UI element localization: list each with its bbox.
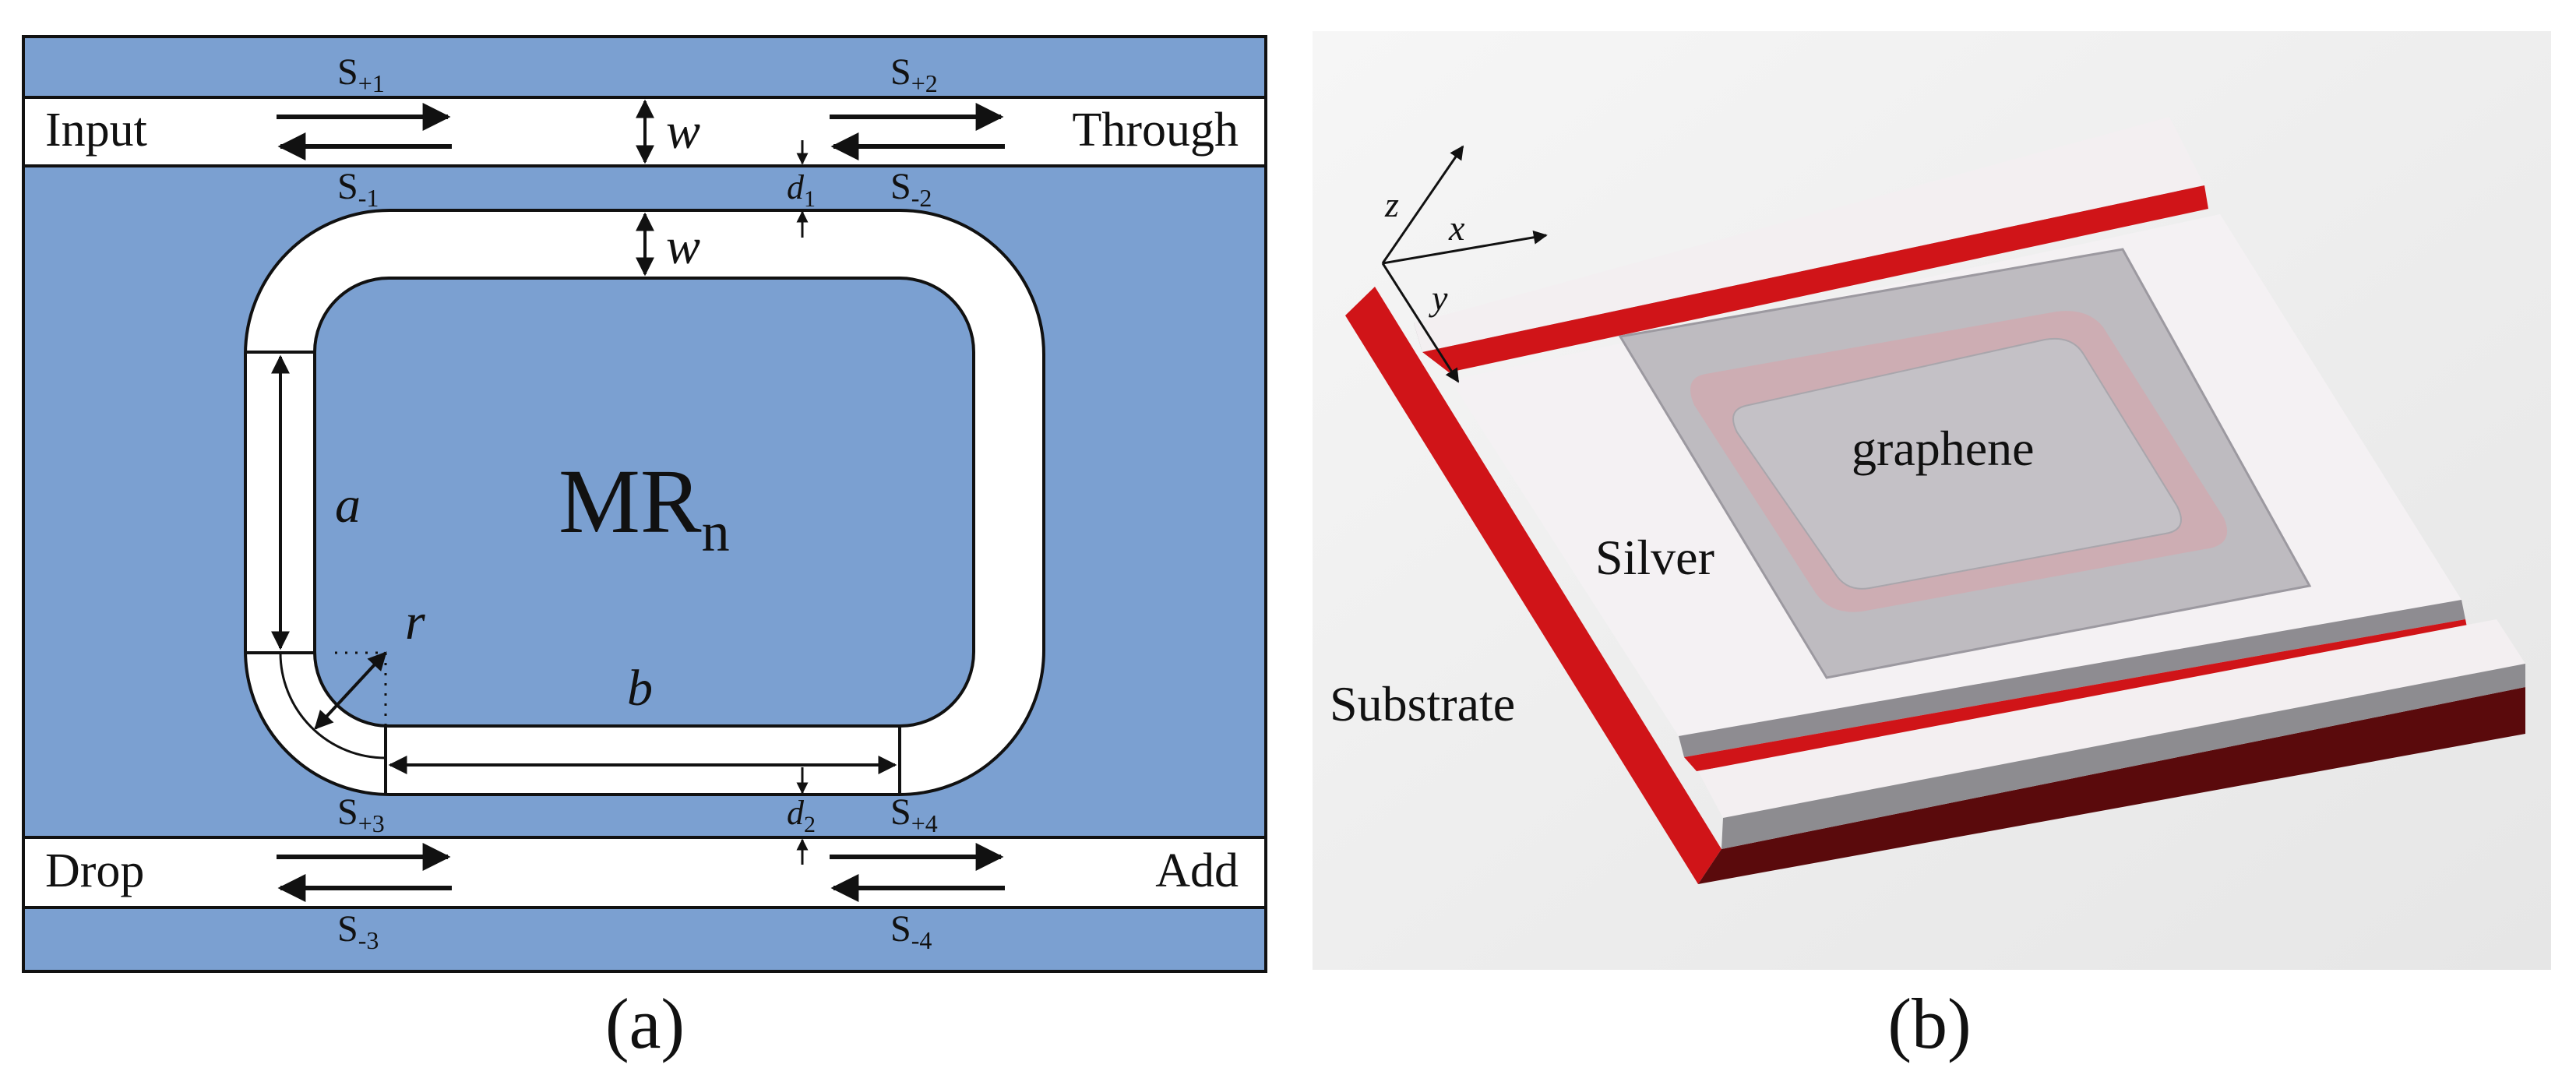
axis-z-label: z bbox=[1384, 185, 1399, 224]
axis-y-label: y bbox=[1429, 278, 1448, 318]
mode-label: S+4 bbox=[890, 791, 938, 837]
gap-d1-label: d1 bbox=[787, 168, 816, 212]
red-gap-bottom bbox=[1684, 619, 2469, 771]
panel-a: Input Through Drop Add w w a b r d1 d2 M… bbox=[22, 35, 1267, 1063]
port-through-label: Through bbox=[1072, 104, 1239, 157]
gap-d2-label: d2 bbox=[787, 794, 816, 837]
mode-label: S+3 bbox=[337, 791, 385, 837]
port-drop-label: Drop bbox=[45, 844, 144, 897]
silver-center-slab-front bbox=[1679, 600, 2465, 757]
dim-r-label: r bbox=[405, 594, 425, 650]
port-add-label: Add bbox=[1155, 844, 1239, 897]
mode-label: S-2 bbox=[890, 166, 932, 212]
panel-b: z x y graphene Silver Substrate (b) bbox=[1313, 31, 2551, 1063]
ring-label: MRn bbox=[559, 450, 730, 563]
substrate-left-face bbox=[1345, 287, 1721, 884]
silver-label: Silver bbox=[1595, 530, 1714, 585]
axis-y-arrow bbox=[1381, 263, 1460, 383]
axis-z-arrow bbox=[1381, 145, 1464, 264]
port-input-label: Input bbox=[45, 104, 147, 157]
silver-bottom-strip bbox=[1698, 619, 2525, 818]
mode-label: S+2 bbox=[890, 51, 938, 97]
graphene-label: graphene bbox=[1852, 421, 2035, 476]
dimension-r-arrow bbox=[314, 651, 387, 730]
substrate-front-face bbox=[1698, 687, 2525, 884]
dim-b-label: b bbox=[627, 660, 653, 717]
silver-bottom-strip-side bbox=[1721, 664, 2525, 849]
caption-a: (a) bbox=[605, 984, 685, 1063]
mode-label: S+1 bbox=[337, 51, 385, 97]
mode-label: S-3 bbox=[337, 908, 379, 954]
substrate-label: Substrate bbox=[1330, 676, 1515, 731]
silver-top-strip bbox=[1414, 117, 2204, 352]
dim-a-label: a bbox=[335, 477, 361, 534]
axis-x-label: x bbox=[1448, 208, 1465, 248]
bottom-bus-waveguide bbox=[22, 836, 1267, 909]
axis-x-arrow bbox=[1382, 230, 1548, 265]
dim-w-ring-label: w bbox=[666, 218, 700, 275]
red-gap-top bbox=[1422, 185, 2208, 372]
ring-inner bbox=[313, 277, 975, 728]
caption-b: (b) bbox=[1887, 984, 1971, 1063]
mode-label: S-1 bbox=[337, 166, 379, 212]
graphene-ring-inner bbox=[1732, 337, 2182, 590]
mode-label: S-4 bbox=[890, 908, 932, 954]
corner-guide-arc bbox=[279, 652, 386, 759]
dim-w-top-label: w bbox=[666, 103, 700, 160]
